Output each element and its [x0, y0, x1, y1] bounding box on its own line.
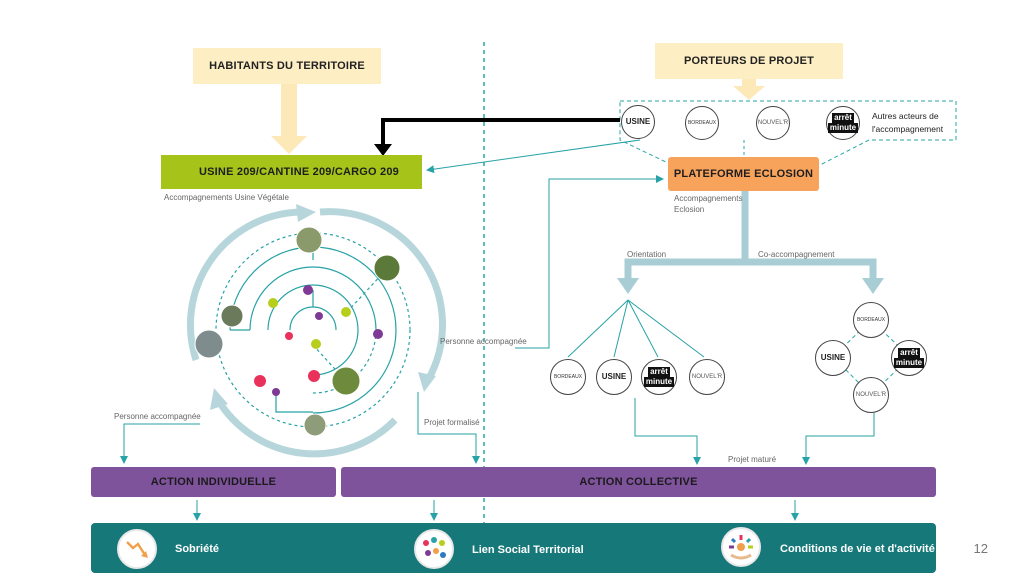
projet-mature-label: Projet maturé [728, 455, 777, 464]
usine-box: USINE 209/CANTINE 209/CARGO 209 [161, 155, 422, 189]
conditions-icon [721, 527, 761, 567]
usine-logo-3: USINE [815, 340, 851, 376]
sobriete-label: Sobriété [175, 543, 220, 555]
personne-accomp-left-label: Personne accompagnée [114, 412, 201, 421]
conditions-label: Conditions de vie et d'activité [780, 543, 935, 555]
usine-logo-2: USINE [596, 359, 632, 395]
photo-circles [194, 226, 401, 437]
accomp-eclosion-label: Accompagnements Eclosion [674, 194, 743, 214]
lien-social-label: Lien Social Territorial [472, 544, 584, 556]
accomp-usine-label: Accompagnements Usine Végétale [164, 193, 289, 202]
bordeaux-logo-3: BORDEAUX [853, 302, 889, 338]
habitants-box: HABITANTS DU TERRITOIRE [193, 48, 381, 84]
action-collective-box: ACTION COLLECTIVE [341, 467, 936, 497]
orientation-label: Orientation [627, 250, 667, 259]
sobriete-icon [117, 529, 157, 569]
porteurs-box: PORTEURS DE PROJET [655, 43, 843, 79]
habitants-label: HABITANTS DU TERRITOIRE [209, 60, 365, 72]
co-accomp-label: Co-accompagnement [758, 250, 835, 259]
bordeaux-logo: BORDEAUX [685, 106, 719, 140]
nouvelr-logo: NOUVEL'R [756, 106, 790, 140]
outcomes-band [91, 523, 936, 573]
lien-social-icon [414, 529, 454, 569]
action-collective-label: ACTION COLLECTIVE [579, 476, 698, 488]
autres-acteurs: Autres acteurs de l'accompagnement [872, 111, 944, 134]
bordeaux-logo-2: BORDEAUX [550, 359, 586, 395]
action-individuelle-label: ACTION INDIVIDUELLE [150, 476, 277, 488]
arret-minute-logo-2: arrêt minute [641, 359, 677, 395]
arret-minute-logo-3: arrêt minute [891, 340, 927, 376]
eclosion-box-label: PLATEFORME ECLOSION [673, 168, 814, 180]
usine-logo: USINE [621, 105, 655, 139]
page-number: 12 [973, 541, 988, 556]
maze-dots [254, 285, 383, 396]
circular-process [186, 204, 446, 458]
nouvelr-logo-2: NOUVEL'R [689, 359, 725, 395]
personne-accomp-mid-label: Personne accompagnée [440, 337, 527, 346]
arret-minute-logo: arrêt minute [826, 106, 860, 140]
nouvelr-logo-3: NOUVEL'R [853, 377, 889, 413]
usine-box-label: USINE 209/CANTINE 209/CARGO 209 [199, 166, 399, 178]
porteurs-label: PORTEURS DE PROJET [683, 55, 815, 67]
action-individuelle-box: ACTION INDIVIDUELLE [91, 467, 336, 497]
eclosion-box: PLATEFORME ECLOSION [668, 157, 819, 191]
projet-formalise-label: Projet formalisé [424, 418, 480, 427]
